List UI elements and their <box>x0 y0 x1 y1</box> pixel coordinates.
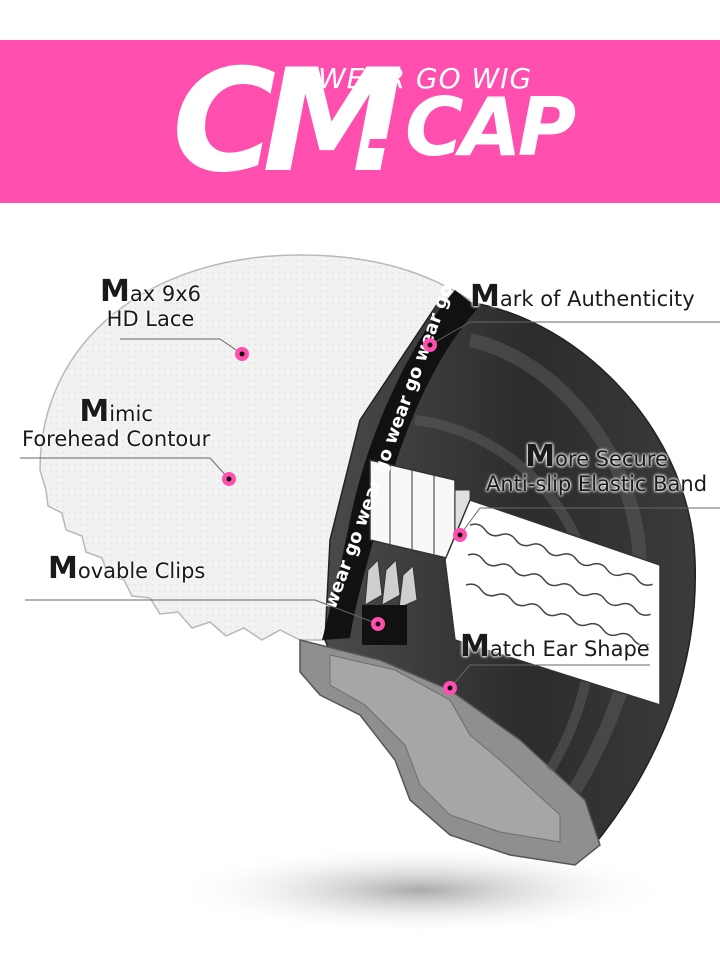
authenticity-initial: M <box>470 279 500 314</box>
elastic-wave-3 <box>465 583 649 646</box>
mimic-initial: M <box>79 394 110 429</box>
secure-line1: ore Secure <box>555 447 668 471</box>
clips-initial: M <box>48 551 78 586</box>
label-movable-clips: Movable Clips <box>48 552 205 585</box>
max-lace-line2: HD Lace <box>106 307 195 331</box>
label-mimic: Mimic Forehead Contour <box>22 395 210 451</box>
mimic-line2: Forehead Contour <box>22 427 211 451</box>
ear-line1: atch Ear Shape <box>489 637 650 661</box>
secure-initial: M <box>525 439 556 474</box>
label-authenticity: Mark of Authenticity <box>470 280 695 313</box>
label-max-lace: Max 9x6 HD Lace <box>100 275 201 331</box>
authenticity-line1: ark of Authenticity <box>499 287 695 311</box>
floor-shadow <box>170 845 670 935</box>
mimic-line1: imic <box>109 402 153 426</box>
ear-initial: M <box>460 629 490 664</box>
logo-text-cm: CM <box>172 39 404 204</box>
max-lace-initial: M <box>100 274 130 309</box>
max-lace-line1: ax 9x6 <box>129 282 201 306</box>
callout-dots <box>222 338 467 695</box>
logo-tagline: WEAR GO WIG <box>318 62 533 95</box>
elastic-wave-1 <box>469 523 653 586</box>
elastic-band <box>444 499 661 707</box>
label-ear-shape: Match Ear Shape <box>460 630 650 663</box>
clips-line1: ovable Clips <box>77 559 206 583</box>
secure-line2: Anti-slip Elastic Band <box>486 472 708 496</box>
ear-tab-inner <box>329 654 561 843</box>
elastic-wave-2 <box>467 553 651 616</box>
label-secure: More Secure Anti-slip Elastic Band <box>486 440 707 496</box>
logo-text-cap: CAP <box>405 81 576 174</box>
authenticity-band <box>322 290 478 640</box>
brand-banner <box>0 40 720 203</box>
movable-clip <box>362 558 418 645</box>
